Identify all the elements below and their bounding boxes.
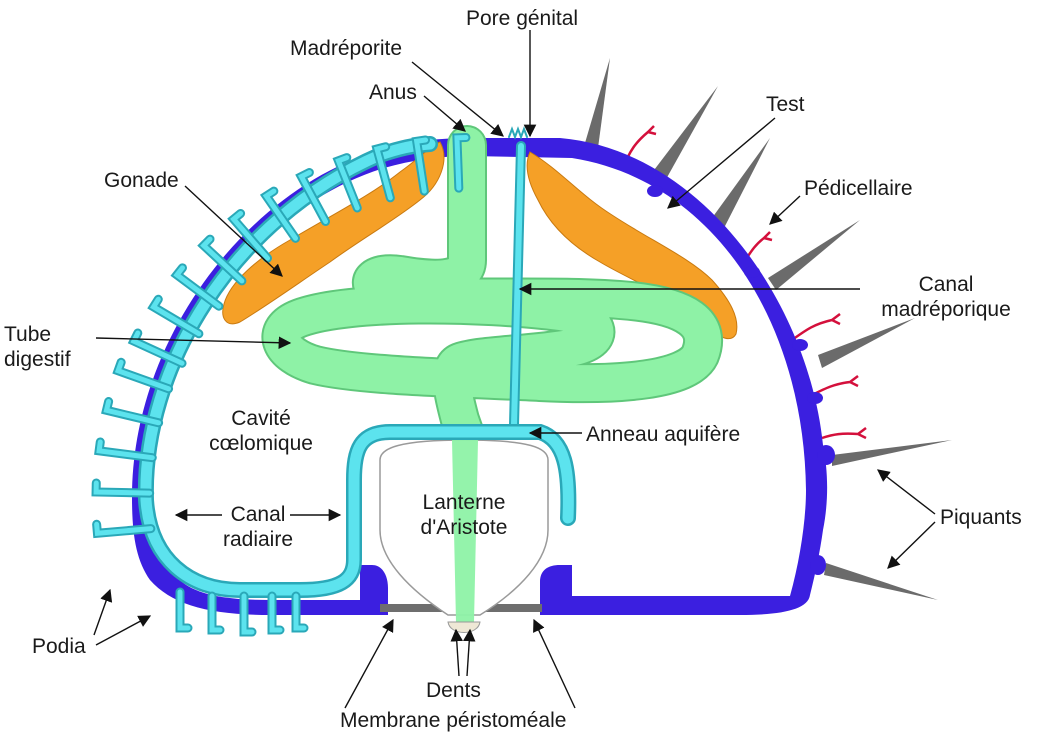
label-lanterne-line2: d'Aristote (398, 515, 530, 540)
label-test: Test (766, 92, 805, 117)
pedicellaria (822, 428, 866, 438)
label-podia: Podia (32, 634, 86, 659)
label-anneau-aquifere: Anneau aquifère (586, 422, 740, 447)
pedicellaria (792, 314, 840, 340)
label-canal-madreporique-line1: Canal (860, 272, 1032, 297)
spine (768, 220, 860, 290)
label-cavite-coelomique-line2: cœlomique (196, 431, 326, 456)
label-canal-madreporique-line2: madréporique (860, 297, 1032, 322)
label-pore-genital: Pore génital (466, 6, 578, 31)
label-tube-digestif: Tube digestif (4, 322, 71, 372)
label-madreporite: Madréporite (290, 36, 402, 61)
label-dents: Dents (426, 678, 481, 703)
label-anus: Anus (369, 80, 417, 105)
label-tube-digestif-line2: digestif (4, 347, 71, 372)
label-cavite-coelomique: Cavité cœlomique (196, 406, 326, 456)
spine (712, 138, 770, 228)
label-tube-digestif-line1: Tube (4, 322, 71, 347)
label-membrane-peristomeale: Membrane péristoméale (340, 708, 566, 733)
label-lanterne-aristote: Lanterne d'Aristote (398, 490, 530, 540)
label-canal-radiaire-line2: radiaire (218, 527, 298, 552)
spine (832, 440, 952, 466)
spine (824, 563, 938, 600)
spine (818, 318, 915, 368)
label-piquants: Piquants (940, 505, 1022, 530)
label-canal-radiaire-line1: Canal (218, 502, 298, 527)
label-gonade: Gonade (104, 168, 179, 193)
label-lanterne-line1: Lanterne (398, 490, 530, 515)
label-canal-radiaire: Canal radiaire (218, 502, 298, 552)
label-canal-madreporique: Canal madréporique (860, 272, 1032, 322)
label-cavite-coelomique-line1: Cavité (196, 406, 326, 431)
digestive-tube (281, 145, 703, 440)
pedicellaria (812, 376, 858, 395)
label-pedicellaire: Pédicellaire (804, 176, 913, 201)
spine (585, 58, 610, 148)
